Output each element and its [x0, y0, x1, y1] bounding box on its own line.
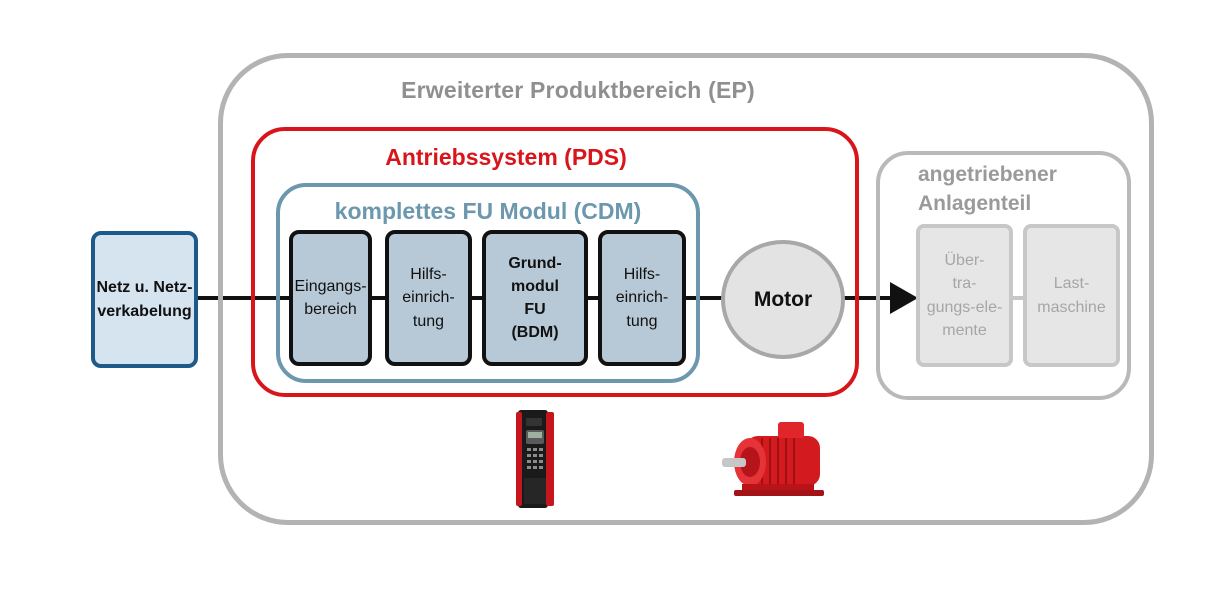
- transmission-label-line: Über-: [944, 252, 985, 270]
- net-label-line1: Netz u. Netz-: [96, 278, 193, 296]
- load-machine-label-line: Last-: [1053, 275, 1090, 293]
- load-machine-box: Last- maschine: [1023, 224, 1120, 367]
- module-basic-drive: Grund- modul FU (BDM): [482, 230, 588, 366]
- ep-title: Erweiterter Produktbereich (EP): [401, 76, 755, 103]
- module-input-area: Eingangs- bereich: [289, 230, 372, 366]
- load-machine-label-line: maschine: [1037, 298, 1106, 316]
- cdm-title: komplettes FU Modul (CDM): [334, 197, 642, 224]
- motor-circle: Motor: [721, 240, 845, 359]
- transmission-label-line: mente: [942, 321, 987, 339]
- pds-boundary: [251, 127, 859, 397]
- transmission-elements-box: Über- tra- gungs-ele- mente: [916, 224, 1013, 367]
- module-label-line: FU: [524, 301, 546, 318]
- module-label-line: tung: [412, 312, 445, 330]
- driven-equipment-title: angetriebener Anlagenteil: [918, 160, 1128, 220]
- frequency-inverter-device-icon: [516, 410, 554, 508]
- module-label-line: (BDM): [511, 324, 559, 342]
- arrow-head-icon: [890, 282, 918, 314]
- transmission-label-line: gungs-ele-: [926, 298, 1003, 316]
- net-label-line2: verkabelung: [97, 302, 192, 320]
- electric-motor-device-icon: [722, 422, 824, 496]
- module-auxiliary-2: Hilfs- einrich- tung: [598, 230, 686, 366]
- module-label-line: Eingangs-: [294, 277, 367, 295]
- module-label-line: modul: [510, 277, 559, 295]
- module-label-line: bereich: [304, 301, 357, 318]
- pds-title: Antriebssystem (PDS): [385, 143, 627, 170]
- module-label-line: einrich-: [402, 289, 455, 307]
- module-label-line: tung: [626, 312, 658, 330]
- driven-equipment-boundary: [876, 151, 1131, 400]
- net-box: Netz u. Netz- verkabelung: [91, 231, 198, 368]
- driven-equipment-title-line1: angetriebener: [918, 163, 1057, 186]
- module-label-line: Hilfs-: [623, 266, 661, 284]
- module-label-line: einrich-: [615, 289, 669, 307]
- module-label-line: Grund-: [508, 254, 562, 272]
- motor-label: Motor: [753, 287, 813, 311]
- transmission-label-line: tra-: [952, 275, 977, 293]
- driven-equipment-title-line2: Anlagenteil: [918, 192, 1032, 216]
- cdm-boundary: [276, 183, 700, 383]
- module-auxiliary-1: Hilfs- einrich- tung: [385, 230, 472, 366]
- ep-boundary: [218, 53, 1154, 525]
- module-label-line: Hilfs-: [410, 266, 447, 284]
